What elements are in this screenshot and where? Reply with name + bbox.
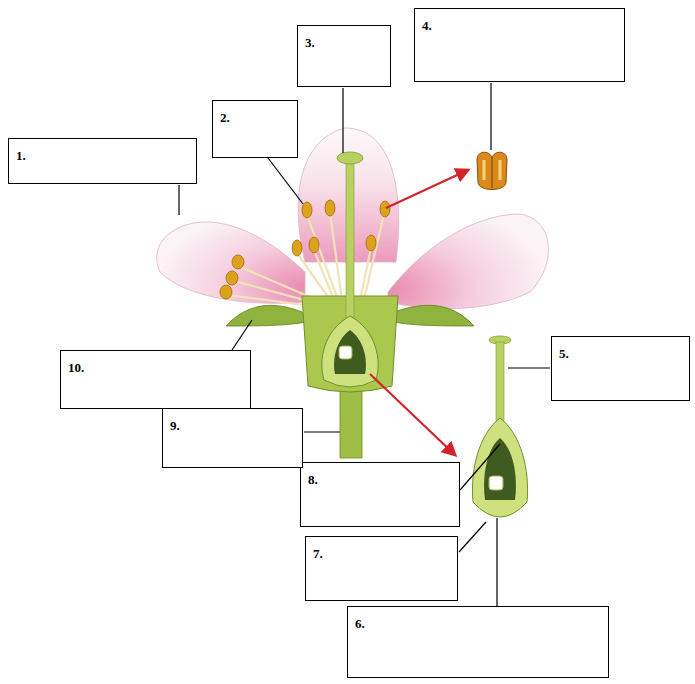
stalk	[340, 384, 362, 458]
detail-arrow	[370, 374, 455, 455]
leader-lines	[179, 83, 550, 606]
filaments	[228, 213, 384, 308]
callout-number: 4.	[422, 18, 432, 34]
detail-arrow	[386, 170, 468, 208]
ovary-cavity	[334, 330, 366, 374]
callout-number: 8.	[308, 472, 318, 488]
label-box: 10.	[60, 350, 251, 409]
callout-number: 3.	[305, 35, 315, 51]
callout-number: 9.	[170, 418, 180, 434]
petal	[157, 222, 305, 303]
label-box: 3.	[297, 25, 391, 87]
anther-detail	[477, 152, 507, 189]
callout-number: 2.	[220, 110, 230, 126]
label-box: 6.	[347, 606, 609, 678]
ovary	[322, 316, 378, 387]
style	[346, 160, 354, 320]
callout-number: 1.	[16, 148, 26, 164]
callout-number: 5.	[559, 346, 569, 362]
anthers	[220, 200, 390, 299]
callout-number: 7.	[313, 546, 323, 562]
label-box: 2.	[212, 100, 298, 158]
stigma	[337, 152, 363, 164]
label-box: 9.	[162, 408, 303, 468]
label-box: 1.	[8, 138, 197, 184]
sepal	[394, 305, 474, 326]
petal	[388, 214, 548, 309]
ovule	[339, 346, 352, 359]
label-box: 7.	[305, 536, 458, 601]
sepal	[226, 305, 306, 326]
callout-number: 10.	[68, 360, 84, 376]
pistil-detail	[472, 336, 527, 517]
callout-number: 6.	[355, 616, 365, 632]
label-box: 4.	[414, 8, 625, 82]
label-box: 5.	[551, 336, 690, 401]
label-box: 8.	[300, 462, 460, 527]
